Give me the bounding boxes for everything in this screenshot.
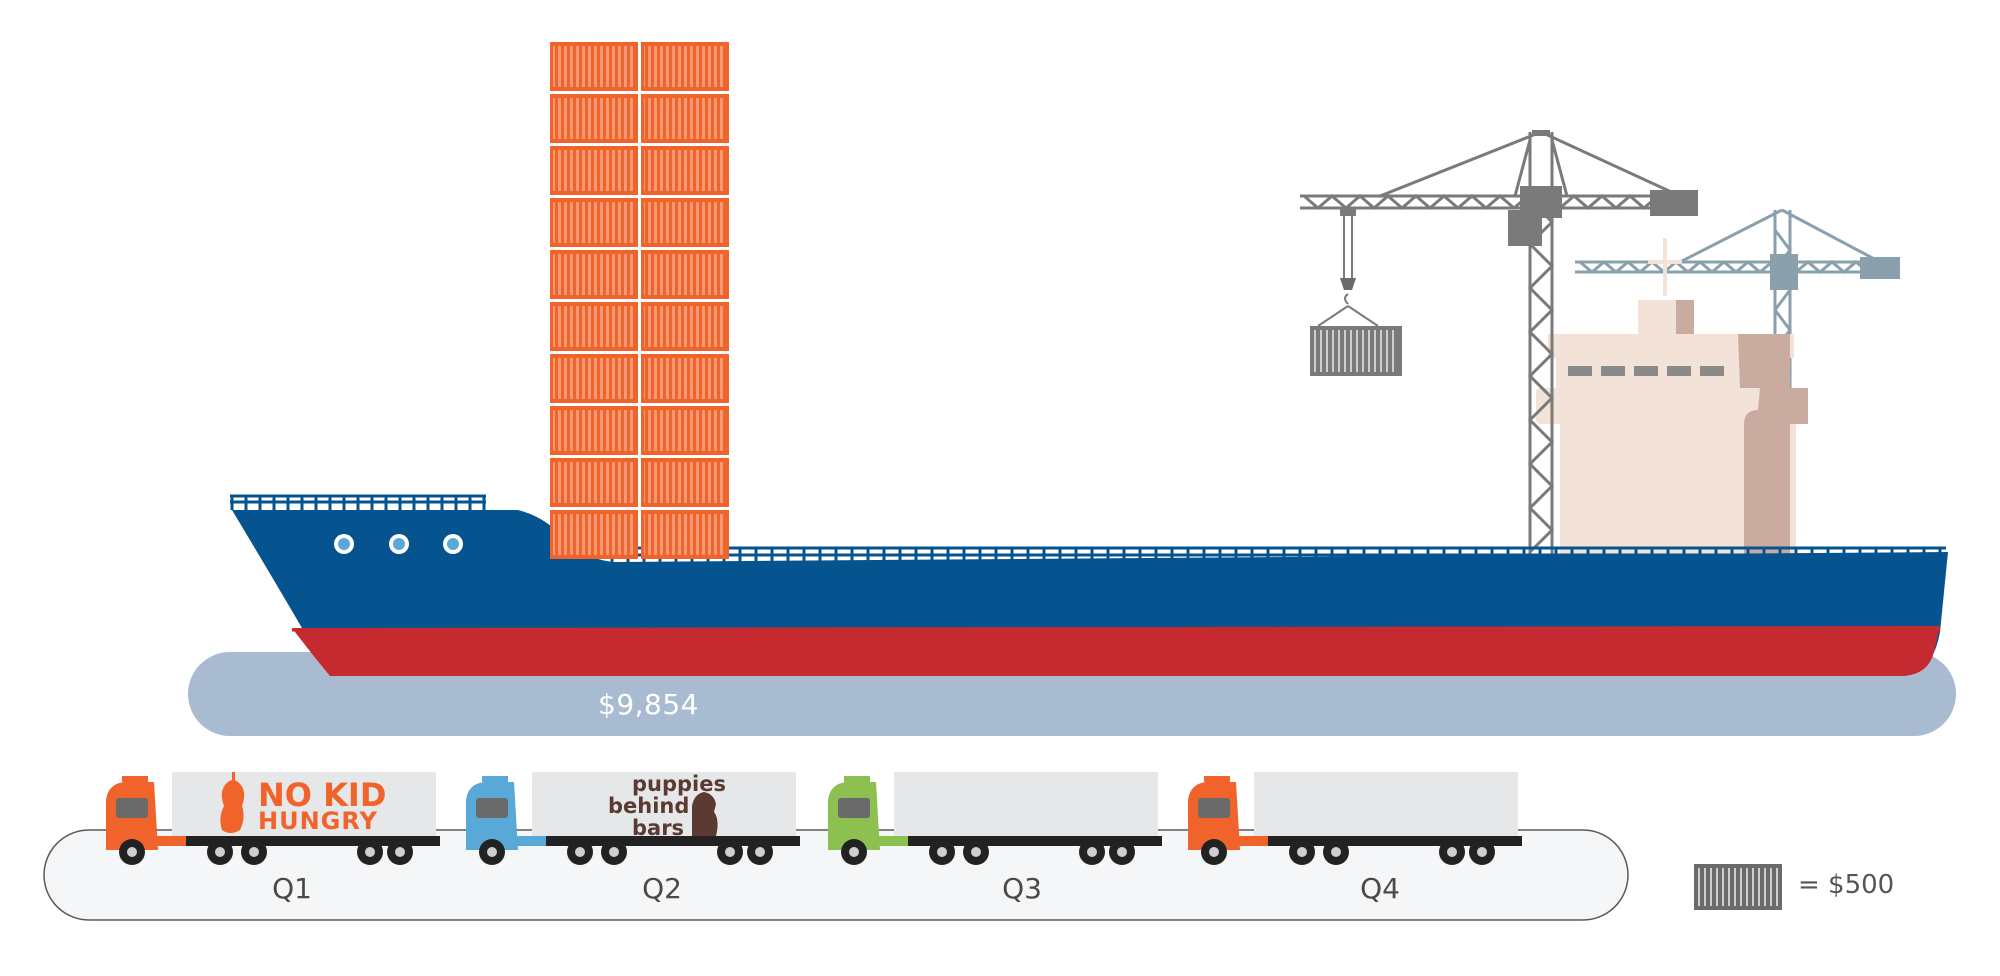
portholes (334, 534, 463, 554)
truck-wheel (567, 839, 593, 865)
stacked-container (550, 510, 638, 559)
total-amount-label: $9,854 (598, 688, 699, 721)
truck-wheel (207, 839, 233, 865)
stacked-container (550, 94, 638, 143)
truck-wheel (747, 839, 773, 865)
stacked-container (641, 510, 729, 559)
truck-wheel (1079, 839, 1105, 865)
quarter-label-q1: Q1 (272, 872, 312, 905)
bow-railing (230, 494, 486, 510)
no-kid-hungry-text-line1: NO KID (258, 776, 387, 814)
truck-wheel (1439, 839, 1465, 865)
truck-wheel (601, 839, 627, 865)
quarter-label-q4: Q4 (1360, 872, 1400, 905)
back-crane-cab (1770, 254, 1798, 290)
stacked-container (641, 146, 729, 195)
puppies-behind-bars-text-line3: bars (632, 816, 685, 840)
stacked-container (641, 250, 729, 299)
truck-q3 (828, 772, 1162, 865)
stacked-container (550, 354, 638, 403)
truck-wheel (717, 839, 743, 865)
stacked-container (550, 406, 638, 455)
truck-wheel (119, 839, 145, 865)
truck-wheel (1323, 839, 1349, 865)
truck-wheel (841, 839, 867, 865)
front-crane-counterweight (1650, 190, 1698, 216)
no-kid-hungry-text-line2: HUNGRY (258, 807, 378, 835)
stacked-container (550, 302, 638, 351)
truck-q1 (106, 772, 440, 865)
truck-wheel (1109, 839, 1135, 865)
legend-text: = $500 (1798, 870, 1895, 900)
truck-wheel (1201, 839, 1227, 865)
truck-wheel (1469, 839, 1495, 865)
front-crane-top (1532, 130, 1550, 136)
puppies-behind-bars-text-line1: puppies (632, 772, 726, 796)
back-crane-counterweight (1860, 257, 1900, 279)
stacked-container (641, 302, 729, 351)
truck-q4 (1188, 772, 1522, 865)
front-crane-machinery (1508, 210, 1542, 246)
stacked-container (550, 146, 638, 195)
stacked-container (641, 458, 729, 507)
no-kid-hungry-logo (220, 772, 245, 833)
stacked-container (641, 94, 729, 143)
quarter-label-q2: Q2 (642, 872, 682, 905)
stacked-container (550, 198, 638, 247)
front-crane (1300, 130, 1690, 560)
stacked-container (641, 406, 729, 455)
container-stack (550, 42, 729, 559)
stacked-container (550, 42, 638, 91)
stacked-container (550, 458, 638, 507)
quarter-label-q3: Q3 (1002, 872, 1042, 905)
truck-wheel (387, 839, 413, 865)
stacked-container (641, 354, 729, 403)
truck-wheel (479, 839, 505, 865)
puppies-behind-bars-logo (692, 792, 718, 836)
puppies-behind-bars-text-line2: behind (608, 794, 690, 818)
hoisted-container (1310, 326, 1402, 376)
truck-wheel (241, 839, 267, 865)
truck-q2 (466, 772, 800, 865)
truck-row (43, 772, 1629, 921)
stacked-container (550, 250, 638, 299)
legend-container-icon (1694, 864, 1782, 910)
truck-wheel (357, 839, 383, 865)
truck-wheel (1289, 839, 1315, 865)
stacked-container (641, 198, 729, 247)
truck-wheel (929, 839, 955, 865)
crane-hoist (1317, 208, 1379, 327)
ship-superstructure (1536, 238, 1808, 564)
stacked-container (641, 42, 729, 91)
truck-wheel (963, 839, 989, 865)
ship-hull (232, 510, 1948, 676)
